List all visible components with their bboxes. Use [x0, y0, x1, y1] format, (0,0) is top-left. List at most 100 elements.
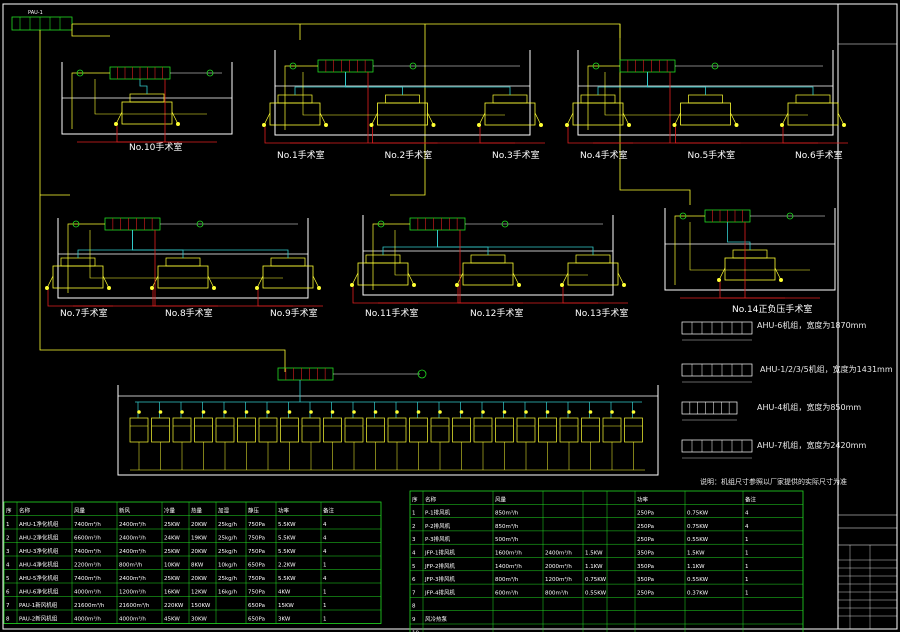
valve-icon	[409, 62, 417, 70]
room-label: No.1手术室	[277, 149, 325, 161]
terminal-box	[495, 402, 514, 470]
sensor-icon	[289, 62, 297, 70]
size-notes: AHU-6机组，宽度为1870mm AHU-1/2/3/5机组，宽度为1431m…	[681, 320, 893, 486]
room-label: No.9手术室	[270, 307, 318, 319]
damper-icon	[459, 410, 464, 414]
table-cell: 8KW	[191, 563, 204, 569]
terminal-box	[366, 402, 385, 470]
room-label: No.13手术室	[575, 307, 628, 319]
table-cell: 850m³/h	[495, 510, 519, 517]
diffuser-icon	[45, 286, 49, 290]
table-header: 风量	[495, 496, 507, 503]
table-cell: 1	[323, 603, 327, 609]
damper-icon	[567, 410, 571, 414]
note-3: AHU-4机组，宽度为850mm	[757, 402, 861, 412]
table-cell: PAU-2新风机组	[19, 615, 58, 623]
table-cell: 1.5KW	[687, 551, 705, 557]
table-cell: 650Pa	[248, 603, 265, 609]
room-label: No.4手术室	[580, 149, 628, 161]
note-1: AHU-6机组，宽度为1870mm	[757, 320, 866, 330]
supply-duct	[727, 222, 751, 250]
table-cell: 4	[323, 549, 327, 555]
terminal-box	[581, 402, 600, 470]
room-terminal	[717, 249, 783, 282]
table-cell: 0.75KW	[687, 511, 709, 517]
table-cell: 4	[412, 551, 416, 557]
diffuser-icon	[176, 122, 180, 126]
table-cell: 5	[6, 576, 10, 582]
table-cell: 500m³/h	[495, 536, 519, 543]
diffuser-icon	[560, 283, 564, 287]
table-cell: 650Pa	[248, 617, 265, 623]
fan-icon	[417, 369, 427, 379]
room-label: No.6手术室	[795, 149, 843, 161]
terminal-box	[559, 402, 579, 470]
damper-icon	[266, 410, 270, 414]
room-terminal	[350, 254, 416, 287]
table-cell: 1	[745, 564, 749, 570]
room-enclosure	[577, 50, 834, 136]
ahu-unit	[104, 217, 161, 231]
table-cell: 350Pa	[637, 577, 654, 583]
table-cell: 7	[412, 590, 416, 596]
table-cell: 5.5KW	[278, 576, 296, 582]
table-header: 序	[412, 495, 418, 503]
table-cell: 5.5KW	[278, 549, 296, 555]
terminal-box	[344, 402, 364, 470]
diffuser-icon	[369, 123, 374, 127]
supply-duct	[647, 72, 814, 95]
table-cell: 250Pa	[637, 537, 654, 543]
return-main	[680, 222, 820, 299]
title-strip	[837, 3, 898, 630]
table-cell: 4KW	[278, 590, 291, 596]
ahu-unit	[317, 59, 374, 73]
damper-icon	[631, 410, 636, 414]
table-cell: 30KW	[191, 617, 207, 623]
diffuser-icon	[539, 123, 543, 127]
damper-icon	[330, 410, 335, 414]
terminal-box	[323, 402, 342, 470]
diffuser-icon	[107, 286, 111, 290]
diffuser-icon	[317, 286, 321, 290]
table-cell: 2	[412, 524, 416, 530]
ahu7-system	[117, 367, 659, 476]
table-cell: 600m³/h	[495, 589, 519, 596]
diffuser-icon	[622, 283, 626, 287]
table-cell: 2.2KW	[278, 563, 296, 569]
table-cell: 8	[412, 604, 416, 610]
diffuser-icon	[717, 278, 721, 282]
table-cell: 1	[412, 511, 416, 517]
damper-icon	[524, 410, 528, 414]
table-cell: 20KW	[191, 522, 207, 528]
table-cell: 10kg/h	[218, 563, 238, 569]
table-cell: 1	[323, 617, 327, 623]
table-cell: 750Pa	[248, 590, 265, 596]
table-cell: 2400m³/h	[119, 521, 146, 528]
table-cell: 250Pa	[637, 511, 654, 517]
unit-size-icon	[681, 321, 753, 341]
supply-duct	[139, 79, 148, 94]
unit-size-icon	[681, 401, 738, 421]
table-cell: 2000m³/h	[545, 563, 572, 570]
table-cell: 750Pa	[248, 576, 265, 582]
table-cell: 1	[323, 590, 327, 596]
table-header: 备注	[745, 495, 757, 503]
table-cell: 25KW	[164, 576, 180, 582]
table-cell: P-2排风机	[425, 522, 451, 530]
table-cell: 25KW	[164, 549, 180, 555]
table-header: 名称	[425, 495, 437, 503]
room-enclosure	[57, 218, 309, 299]
ahu-system: No.14正负压手术室	[664, 208, 836, 315]
table-cell: 0.55KW	[585, 590, 607, 596]
room-terminal	[262, 94, 328, 127]
table-cell: 1200m³/h	[545, 576, 572, 583]
room-enclosure	[117, 385, 659, 476]
table-cell: 10KW	[164, 563, 180, 569]
diffuser-icon	[842, 123, 846, 127]
supply-duct	[437, 230, 594, 255]
diffuser-icon	[324, 123, 328, 127]
diffuser-icon	[350, 283, 354, 287]
